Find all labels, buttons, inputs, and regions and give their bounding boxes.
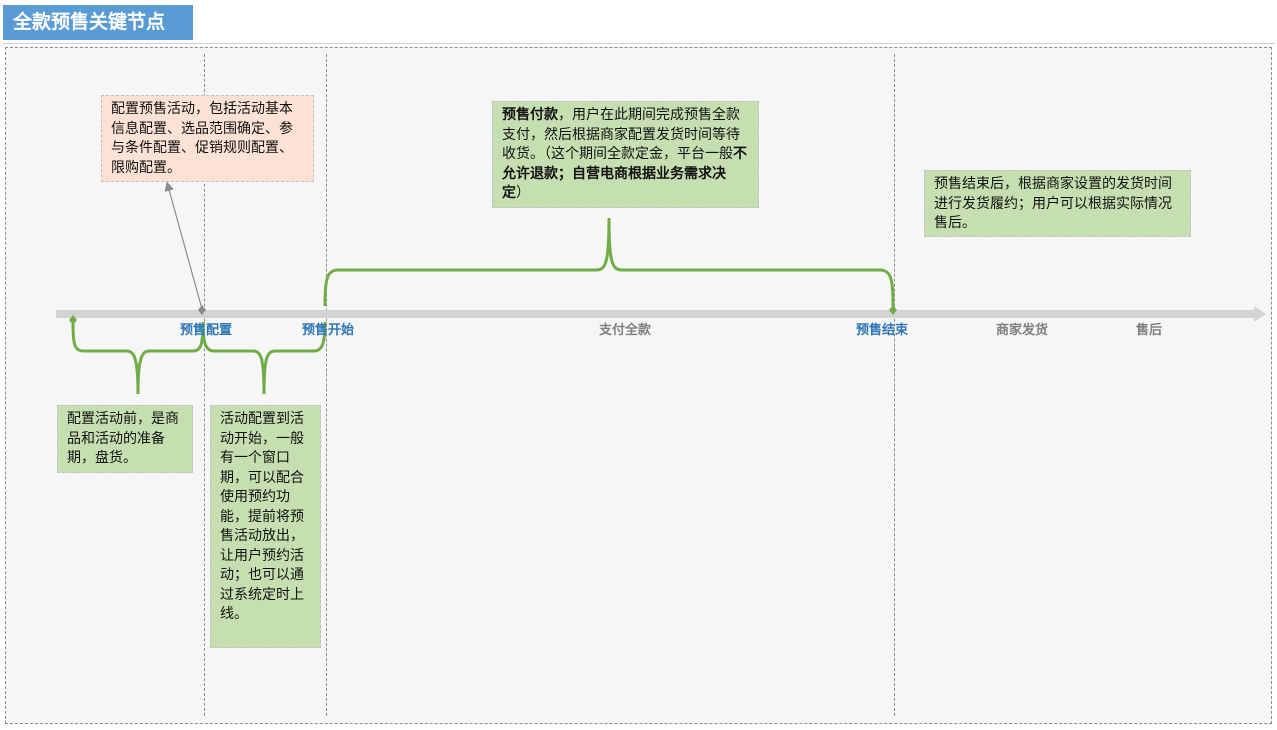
note-config-activity: 配置预售活动，包括活动基本信息配置、选品范围确定、参与条件配置、促销规则配置、限… <box>101 95 314 182</box>
timeline-arrowhead <box>1254 306 1266 322</box>
payment-bold-title: 预售付款 <box>502 107 558 123</box>
marker-prep <box>69 315 77 325</box>
page-title: 全款预售关键节点 <box>3 5 193 40</box>
payment-text-2: ） <box>516 185 530 201</box>
label-merchant-ship: 商家发货 <box>995 323 1049 338</box>
label-presale-start: 预售开始 <box>301 323 355 338</box>
note-prep-period: 配置活动前，是商品和活动的准备期，盘货。 <box>57 405 193 473</box>
payment-bold-policy: 不允许退款；自营电商根据业务需求决定 <box>502 146 747 201</box>
label-after-sales: 售后 <box>1135 323 1163 338</box>
config-connector-arrow <box>164 181 203 310</box>
divider-start <box>326 54 327 716</box>
label-pay-full: 支付全款 <box>598 323 652 338</box>
label-presale-end: 预售结束 <box>855 323 909 338</box>
divider-config <box>204 54 205 716</box>
brace-window-period <box>201 321 327 395</box>
timeline-bar <box>56 310 1256 318</box>
title-bar <box>3 3 1275 44</box>
brace-payment-period <box>323 217 895 307</box>
marker-config <box>198 305 206 315</box>
brace-prep-period <box>71 321 205 395</box>
note-payment-period: 预售付款，用户在此期间完成预售全款支付，然后根据商家配置发货时间等待收货。（这个… <box>492 101 759 208</box>
divider-end <box>894 54 895 716</box>
label-presale-config: 预售配置 <box>179 323 233 338</box>
payment-text-1: ，用户在此期间完成预售全款支付，然后根据商家配置发货时间等待收货。（这个期间全款… <box>502 107 740 162</box>
marker-end <box>889 305 897 315</box>
note-after-presale: 预售结束后，根据商家设置的发货时间进行发货履约；用户可以根据实际情况售后。 <box>924 170 1191 237</box>
note-window-period: 活动配置到活动开始，一般有一个窗口期，可以配合使用预约功能，提前将预售活动放出，… <box>210 405 321 648</box>
